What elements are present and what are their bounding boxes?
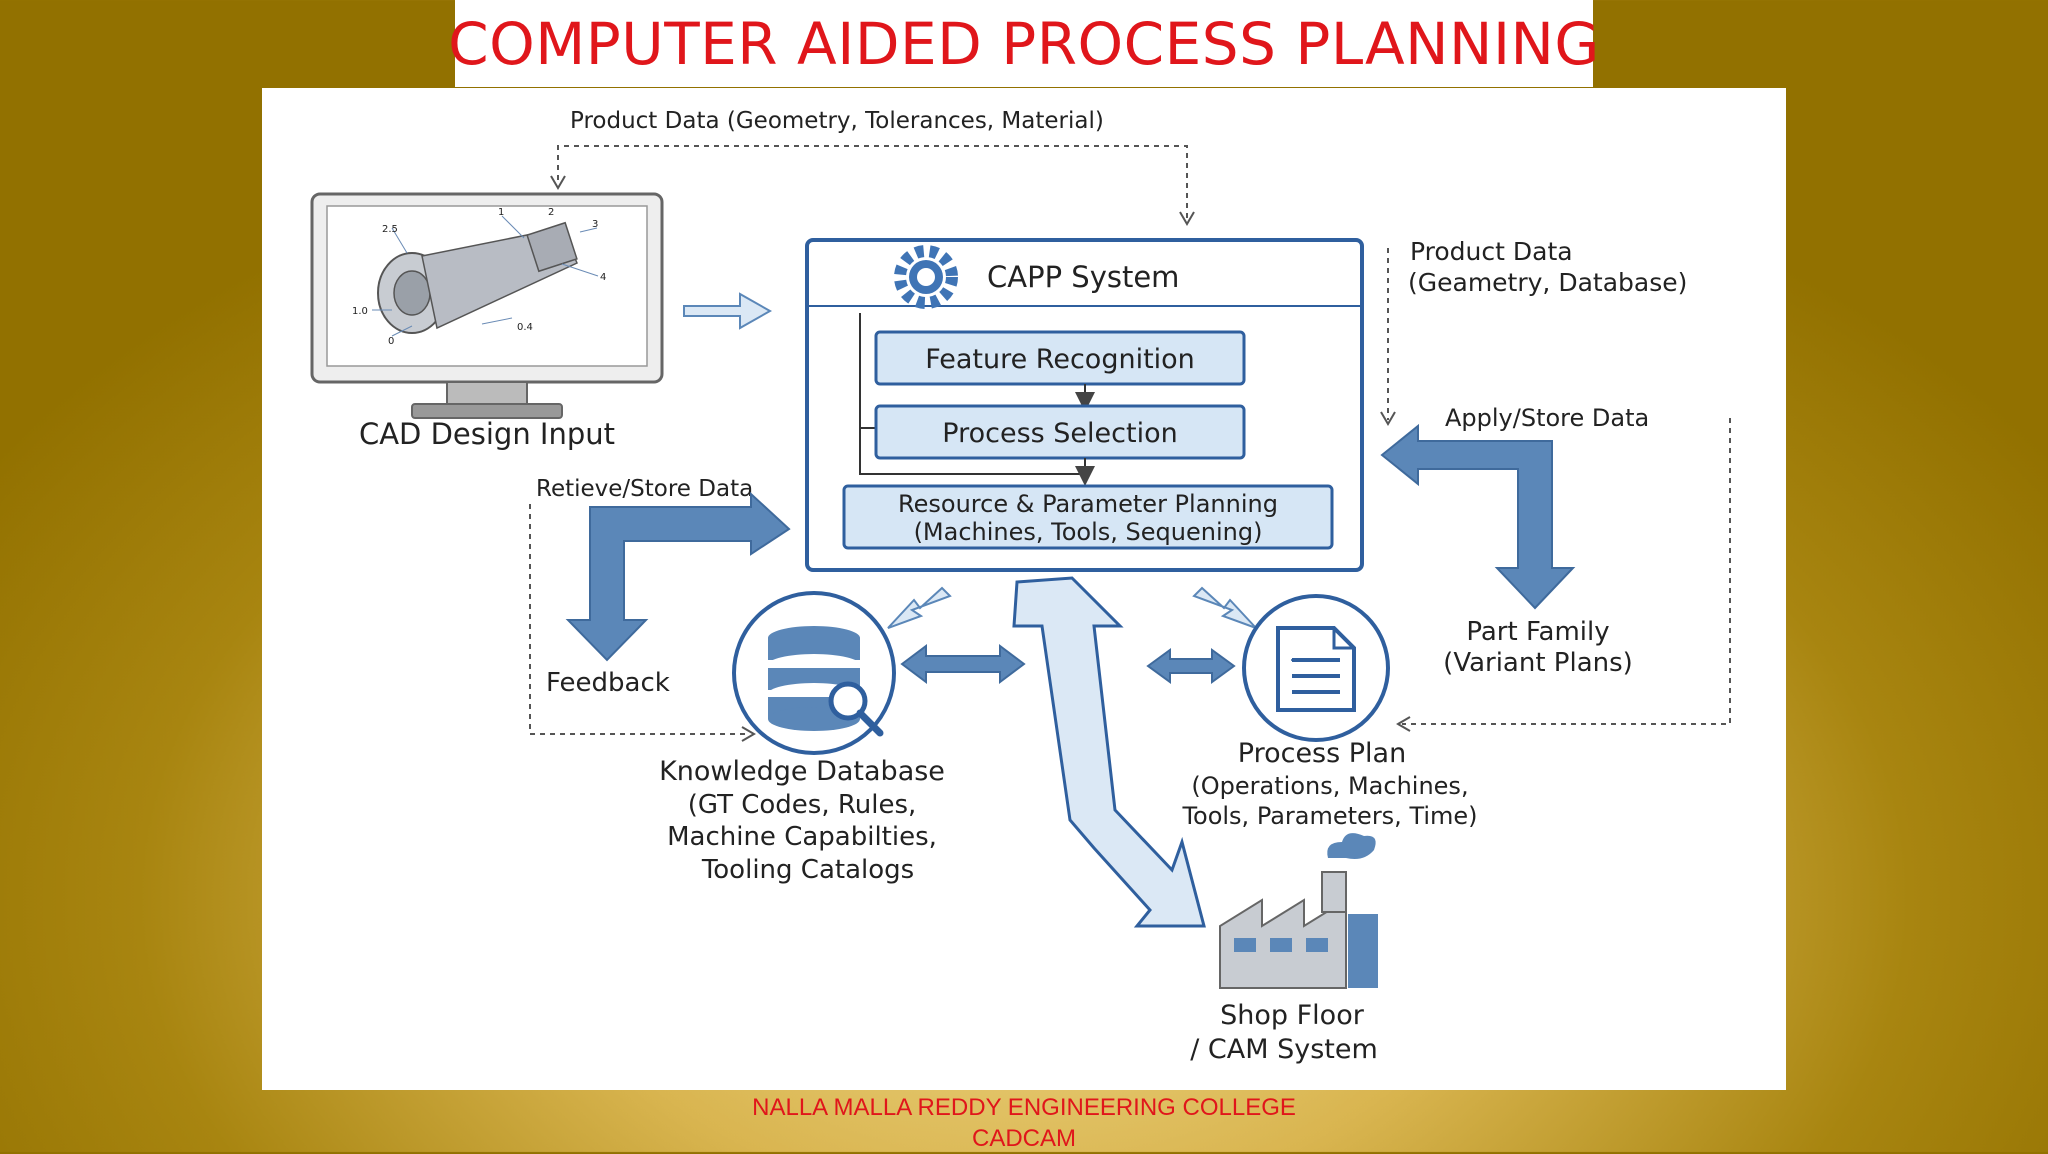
capp-diagram: Product Data (Geometry, Tolerances, Mate… <box>310 108 1731 1065</box>
retrieve-store-label: Retieve/Store Data <box>536 476 753 502</box>
process-selection-box <box>874 404 1246 460</box>
drawing-label: 4 <box>600 272 606 283</box>
feature-recognition-label: Feature Recognition <box>925 344 1195 375</box>
resource-planning-box <box>842 484 1334 550</box>
footer-college: NALLA MALLA REDDY ENGINEERING COLLEGE <box>752 1094 1296 1121</box>
shop-floor-sub: / CAM System <box>1190 1034 1378 1065</box>
cad-design-label: CAD Design Input <box>359 417 615 451</box>
feedback-loop-flow <box>529 504 756 742</box>
cad-monitor-icon: 1 3 4 2 2.5 1.0 0 0.4 <box>310 192 664 419</box>
top-product-data-flow <box>550 145 1195 226</box>
gear-icon <box>894 245 958 309</box>
slide-footer: NALLA MALLA REDDY ENGINEERING COLLEGE CA… <box>0 1092 2048 1154</box>
feedback-label: Feedback <box>546 668 670 698</box>
shop-floor-label: Shop Floor <box>1220 1000 1365 1031</box>
knowledge-db-line2: (GT Codes, Rules, <box>688 790 917 820</box>
process-selection-label: Process Selection <box>942 418 1177 449</box>
part-family-sub: (Variant Plans) <box>1443 648 1633 678</box>
drawing-label: 1 <box>498 207 504 218</box>
drawing-label: 1.0 <box>352 306 368 317</box>
drawing-label: 2.5 <box>382 224 398 235</box>
capp-title: CAPP System <box>987 260 1179 294</box>
factory-icon <box>1219 833 1378 989</box>
knowledge-db-line4: Tooling Catalogs <box>701 855 914 885</box>
process-plan-line2: (Operations, Machines, <box>1191 772 1468 800</box>
drawing-label: 0 <box>388 336 394 347</box>
feature-recognition-box <box>874 330 1246 386</box>
top-flow-label: Product Data (Geometry, Tolerances, Mate… <box>570 108 1104 134</box>
right-product-data-label: Product Data <box>1410 237 1573 266</box>
retrieve-store-arrow <box>565 491 791 662</box>
drawing-label: 0.4 <box>517 322 533 333</box>
capp-to-plan-arrow <box>1192 586 1257 629</box>
knowledge-db-label: Knowledge Database <box>659 756 945 787</box>
footer-course: CADCAM <box>971 1125 1076 1152</box>
document-icon <box>1242 594 1390 742</box>
apply-store-arrow <box>1380 423 1576 610</box>
capp-system-box: CAPP System Feature Recognition Process … <box>805 238 1364 572</box>
knowledge-db-line3: Machine Capabilties, <box>667 822 937 852</box>
drawing-label: 3 <box>592 219 598 230</box>
right-product-data-sub: (Geametry, Database) <box>1408 268 1687 297</box>
slide-title: COMPUTER AIDED PROCESS PLANNING <box>448 9 1600 78</box>
drawing-label: 2 <box>548 207 554 218</box>
slide-title-box: COMPUTER AIDED PROCESS PLANNING <box>448 0 1599 87</box>
apply-store-label: Apply/Store Data <box>1445 404 1649 432</box>
resource-planning-label: Resource & Parameter Planning <box>898 490 1278 518</box>
database-icon <box>732 591 896 755</box>
process-plan-label: Process Plan <box>1238 738 1406 769</box>
right-product-data-flow <box>1380 248 1396 426</box>
cad-to-capp-arrow <box>683 292 773 330</box>
diagram-panel: Product Data (Geometry, Tolerances, Mate… <box>262 88 1786 1090</box>
cad-part-drawing: 1 3 4 2 2.5 1.0 0 0.4 <box>352 207 606 347</box>
capp-shopfloor-arrow <box>1012 576 1206 928</box>
database-plan-double-arrow-right <box>1146 648 1236 684</box>
process-plan-line3: Tools, Parameters, Time) <box>1181 802 1477 830</box>
database-plan-double-arrow-left <box>900 644 1026 684</box>
part-family-label: Part Family <box>1466 617 1609 647</box>
capp-to-database-arrow <box>887 586 952 629</box>
resource-planning-sub: (Machines, Tools, Sequening) <box>914 518 1263 546</box>
part-family-to-plan-flow <box>1396 418 1731 732</box>
